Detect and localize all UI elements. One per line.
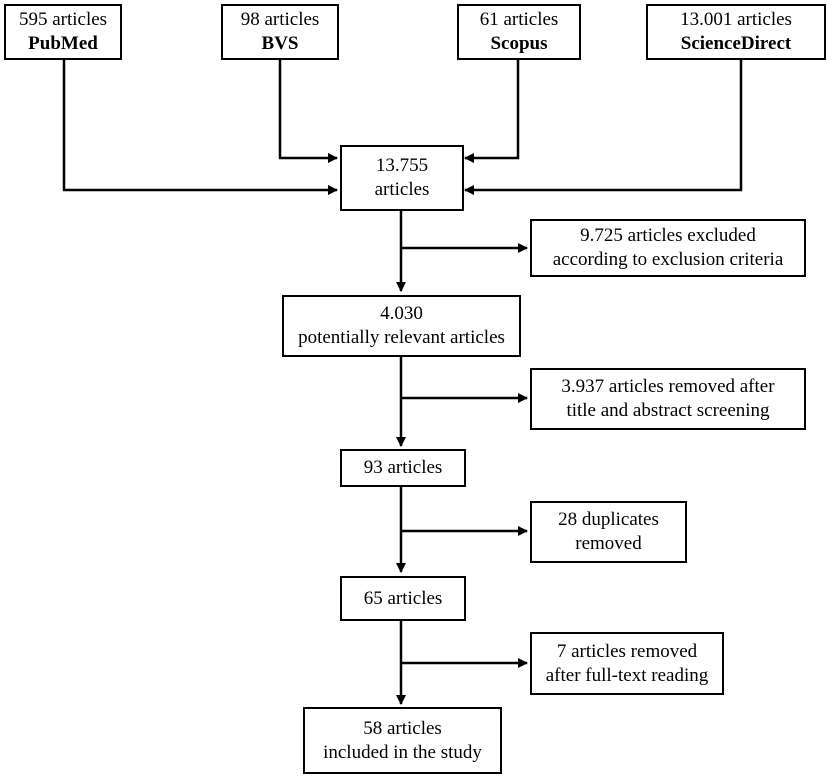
source-count: 595 articles — [18, 9, 108, 30]
total-label: articles — [374, 179, 430, 200]
exclusion-line-1: 28 duplicates — [558, 509, 659, 530]
exclusion-line-1: 7 articles removed — [556, 640, 698, 662]
source-count: 13.001 articles — [680, 9, 792, 30]
relevant-label: potentially relevant articles — [298, 327, 505, 348]
exclusion-criteria-box: 9.725 articles excluded according to exc… — [530, 219, 806, 277]
source-count: 98 articles — [240, 9, 320, 30]
exclusion-line-2: after full-text reading — [545, 664, 709, 686]
source-box-scopus: 61 articles Scopus — [457, 4, 581, 60]
exclusion-fulltext-box: 7 articles removed after full-text readi… — [530, 632, 724, 695]
deduped-label: 65 articles — [363, 587, 443, 609]
arrow-bvs — [278, 58, 338, 163]
included-label: included in the study — [323, 741, 482, 763]
exclusion-line-1: 9.725 articles excluded — [580, 225, 756, 246]
exclusion-line-2: title and abstract screening — [566, 400, 770, 421]
relevant-articles-box: 4.030 potentially relevant articles — [282, 295, 521, 357]
source-box-sciencedirect: 13.001 articles ScienceDirect — [646, 4, 826, 60]
exclusion-abstract-box: 3.937 articles removed after title and a… — [530, 368, 806, 430]
source-name: BVS — [261, 33, 299, 54]
total-count: 13.755 — [375, 155, 429, 176]
arrow-pubmed — [62, 58, 338, 195]
included-articles-box: 58 articles included in the study — [303, 707, 502, 774]
included-count: 58 articles — [363, 717, 442, 739]
arrow-sciencedirect — [464, 58, 743, 195]
exclusion-line-2: removed — [575, 533, 642, 554]
deduped-articles-box: 65 articles — [340, 576, 466, 621]
source-box-bvs: 98 articles BVS — [221, 4, 339, 60]
exclusion-line-1: 3.937 articles removed after — [561, 376, 775, 397]
source-name: ScienceDirect — [680, 33, 792, 54]
source-box-pubmed: 595 articles PubMed — [4, 4, 122, 60]
relevant-count: 4.030 — [380, 303, 423, 324]
source-name: Scopus — [490, 33, 548, 54]
source-name: PubMed — [28, 33, 98, 54]
source-count: 61 articles — [479, 9, 559, 30]
exclusion-line-2: according to exclusion criteria — [552, 249, 784, 270]
total-articles-box: 13.755 articles — [340, 145, 464, 211]
screened-articles-box: 93 articles — [340, 449, 466, 487]
arrow-scopus — [464, 58, 520, 163]
exclusion-duplicates-box: 28 duplicates removed — [530, 501, 687, 563]
screened-label: 93 articles — [363, 457, 443, 478]
